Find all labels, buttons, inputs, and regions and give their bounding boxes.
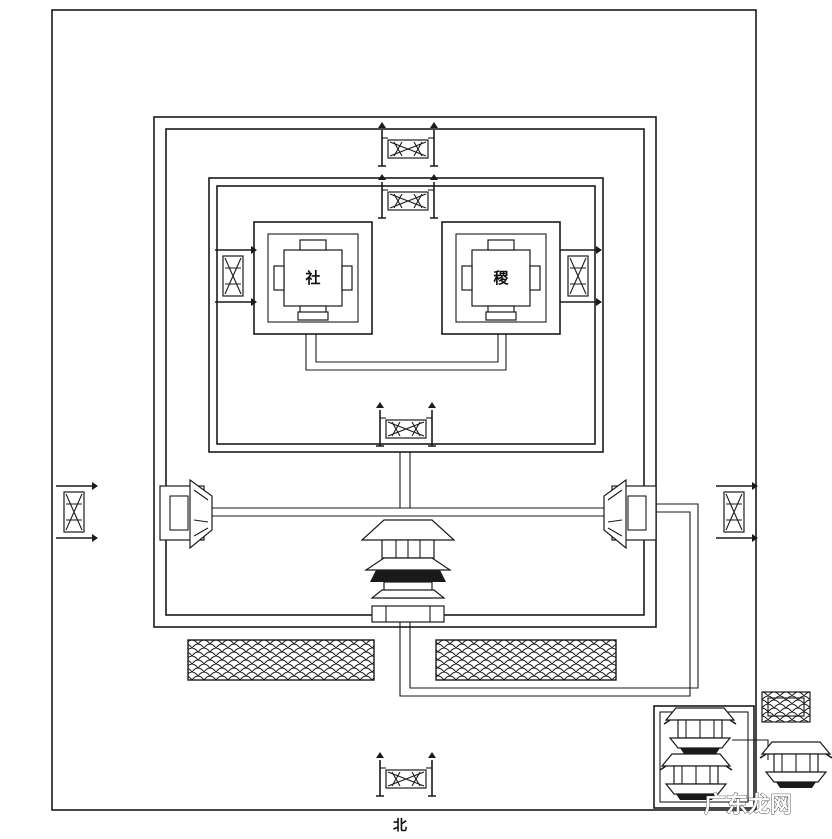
central-hall [360, 519, 456, 623]
altar-enclosure-inner [216, 185, 596, 445]
watermark-text: 广东龙网 [704, 792, 792, 818]
altar-left: 社 [253, 221, 373, 335]
outer-bottom-gate [375, 751, 437, 797]
altar-label-she: 社 [304, 269, 320, 287]
altar-enclosure-outer [208, 177, 604, 453]
direction-label: 北 [393, 818, 407, 834]
south-gate-altar [375, 401, 437, 447]
altar-link-path [305, 334, 507, 371]
grove-east [435, 639, 617, 681]
cross-corridor [212, 507, 606, 517]
annex-compound [653, 691, 811, 809]
grove-west [187, 639, 375, 681]
inner-wall-outer [153, 116, 657, 628]
service-path [399, 503, 699, 697]
altar-right: 稷 [441, 221, 561, 335]
altar-label-ji: 稷 [493, 269, 509, 287]
central-path-north [399, 452, 411, 508]
annex-pavilion-east [759, 741, 832, 789]
west-gate-altar [214, 245, 258, 307]
north-gate-inner [377, 173, 439, 219]
annex-pavilion-north [663, 707, 737, 755]
outer-wall [51, 9, 757, 811]
west-pavilion [159, 478, 213, 550]
outer-east-gate [715, 481, 759, 543]
outer-west-gate [55, 481, 99, 543]
east-pavilion [603, 478, 657, 550]
